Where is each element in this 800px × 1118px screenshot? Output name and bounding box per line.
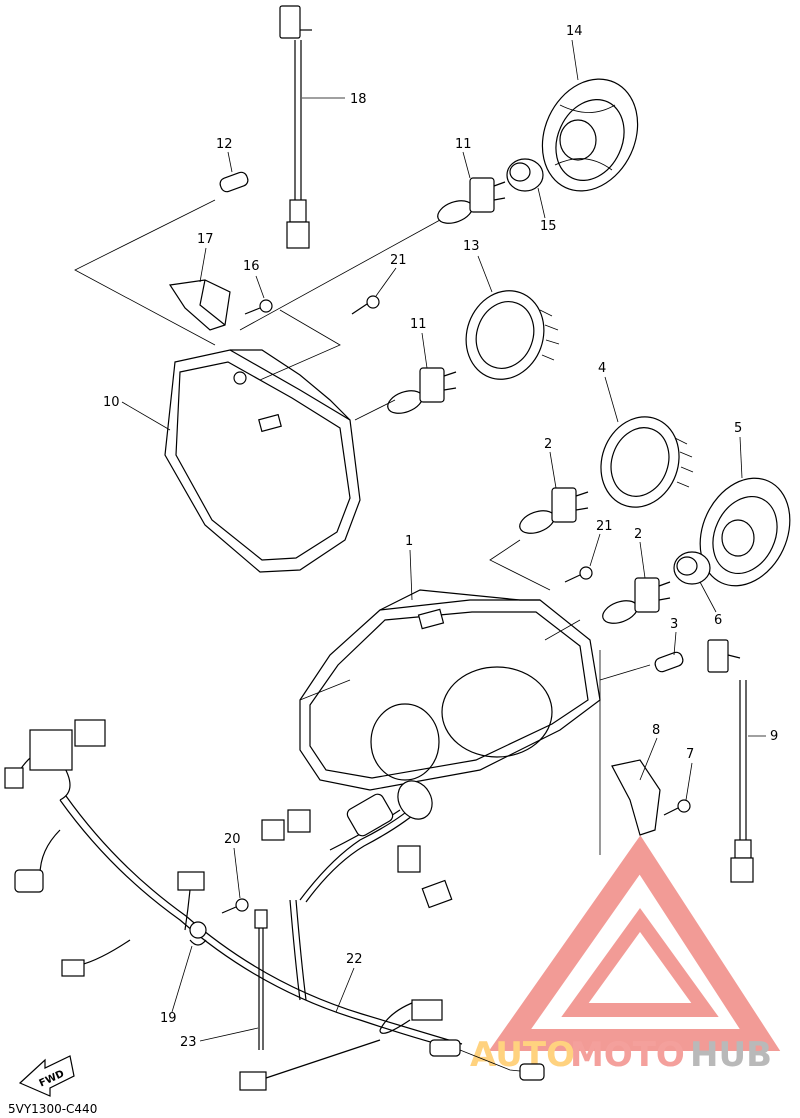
part-1-headlight-main: [299, 589, 601, 791]
callout-21-lower: 21: [596, 519, 613, 534]
callout-9: 9: [770, 729, 778, 744]
callout-2-lower: 2: [634, 527, 642, 542]
part-2-bulb-lower: [602, 577, 671, 624]
part-5-cover: [699, 477, 791, 587]
part-7-screw: [663, 799, 691, 816]
callout-11-upper: 11: [455, 137, 472, 152]
part-11-bulb-lower: [387, 367, 457, 414]
part-18-lead: [279, 5, 312, 249]
callout-14: 14: [566, 24, 583, 39]
part-22-harness: [4, 719, 545, 1091]
callout-10: 10: [103, 395, 120, 410]
fwd-arrow-icon: FWD: [18, 1055, 75, 1097]
callout-8: 8: [652, 723, 660, 738]
watermark: AUTO MOTO HUB: [470, 835, 781, 1075]
part-8-bracket: [611, 759, 661, 836]
callout-19: 19: [160, 1011, 177, 1026]
part-20-screw: [221, 898, 249, 914]
callout-23: 23: [180, 1035, 197, 1050]
callout-21-upper: 21: [390, 253, 407, 268]
callout-3: 3: [670, 617, 678, 632]
part-10-headlight-upper: [164, 349, 361, 573]
callout-11-lower: 11: [410, 317, 427, 332]
callout-20: 20: [224, 832, 241, 847]
part-15-boot: [506, 158, 544, 192]
part-2-bulb-upper: [519, 487, 589, 534]
part-6-boot: [673, 551, 711, 585]
callout-12: 12: [216, 137, 233, 152]
callout-18: 18: [350, 92, 367, 107]
watermark-hub: HUB: [690, 1035, 772, 1075]
watermark-moto: MOTO: [570, 1035, 685, 1075]
callout-17: 17: [197, 232, 214, 247]
part-21-screw-lower: [564, 566, 593, 583]
part-21-screw-upper: [351, 295, 380, 315]
callout-1: 1: [405, 534, 413, 549]
part-11-bulb-upper: [437, 177, 506, 224]
part-17-bracket: [168, 279, 231, 331]
callout-5: 5: [734, 421, 742, 436]
part-13-socket-ring: [465, 290, 560, 380]
part-16-screw: [244, 299, 273, 315]
callout-15: 15: [540, 219, 557, 234]
callout-6: 6: [714, 613, 722, 628]
part-14-cover: [541, 78, 639, 192]
watermark-triangle: [488, 835, 781, 1051]
diagram-code: 5VY1300-C440: [8, 1102, 97, 1116]
callout-16: 16: [243, 259, 260, 274]
part-9-lead: [707, 639, 754, 883]
callout-22: 22: [346, 952, 363, 967]
callouts: 14 18 12 11 15 17 13 16 21 11 10 4 5 2 2…: [103, 24, 778, 1050]
part-23-band: [254, 909, 268, 1050]
reference-lines: [74, 199, 651, 855]
callout-7: 7: [686, 747, 694, 762]
part-19-clamp: [189, 921, 207, 946]
watermark-triangle-inner: [561, 908, 719, 1017]
callout-2-upper: 2: [544, 437, 552, 452]
callout-4: 4: [598, 361, 606, 376]
part-3-bulb: [654, 651, 684, 673]
part-4-socket-ring: [600, 416, 694, 508]
callout-13: 13: [463, 239, 480, 254]
part-12-bulb: [219, 171, 249, 193]
